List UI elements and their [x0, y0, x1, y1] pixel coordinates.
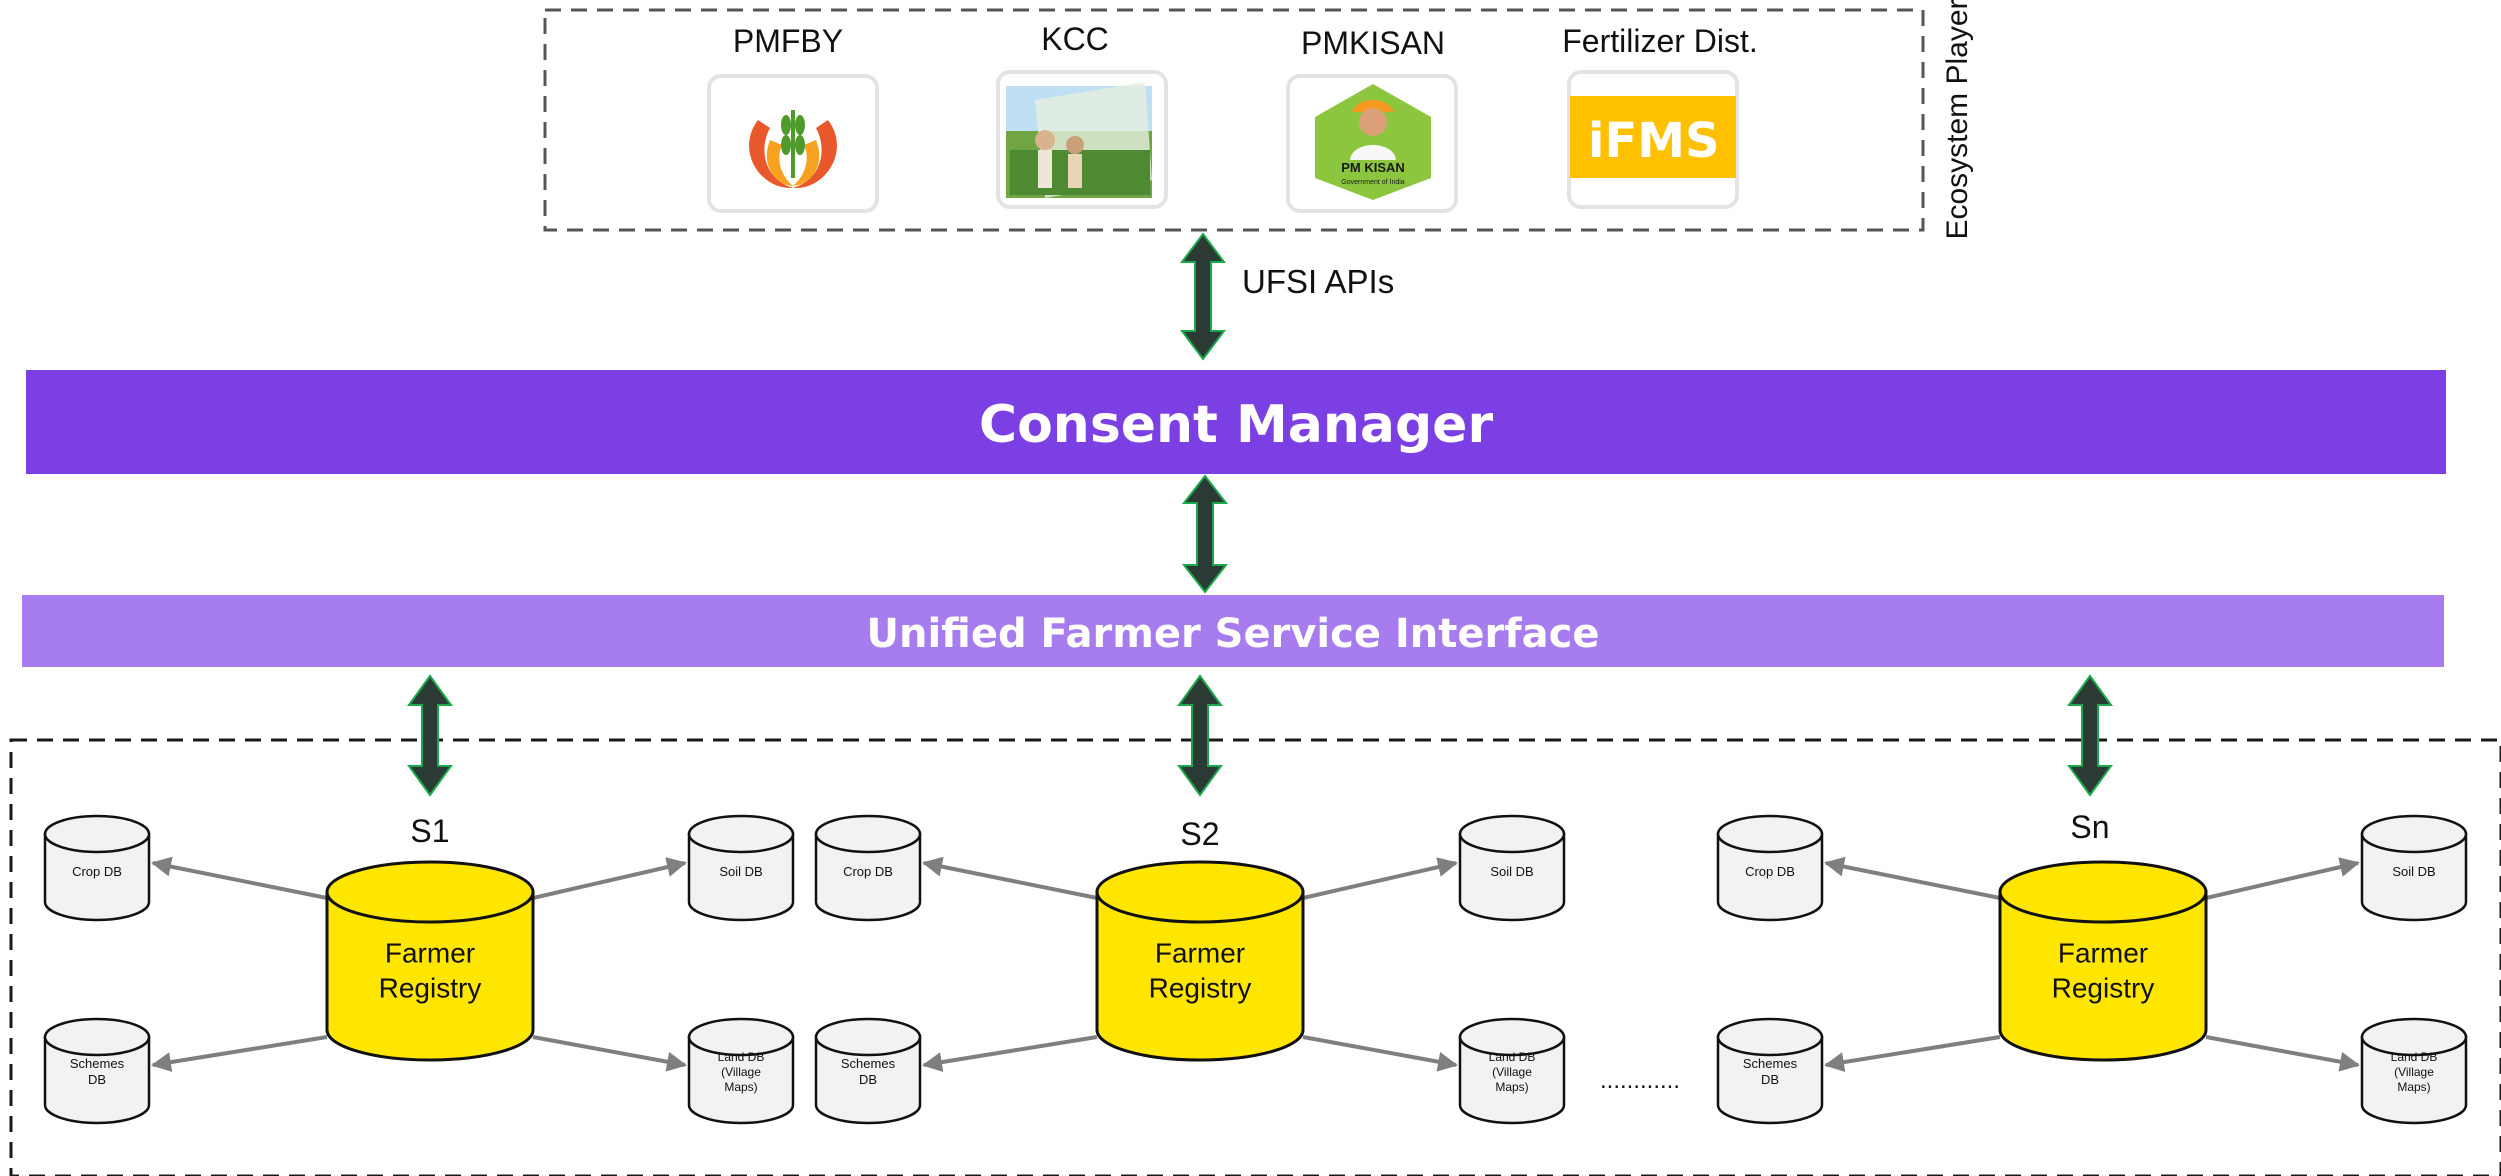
soil-db-cylinder	[1458, 814, 1566, 922]
connector-arrow	[532, 1035, 687, 1072]
connector-arrow	[1824, 1035, 2001, 1073]
soil-db-label: Soil DB	[719, 864, 762, 879]
farmer-registry-cylinder	[325, 860, 535, 1062]
land-db-cylinder	[2360, 1017, 2468, 1125]
connector-arrow	[2205, 1035, 2360, 1072]
player-label-kcc: KCC	[1041, 21, 1109, 57]
ecosystem-players-box	[543, 8, 1925, 232]
ellipsis-text: ............	[1600, 1067, 1680, 1094]
consent-manager-title: Consent Manager	[979, 395, 1494, 455]
connector-arrow	[151, 856, 328, 900]
double-arrow-state	[407, 674, 453, 797]
ufsi-title: Unified Farmer Service Interface	[867, 611, 1600, 657]
connector-arrow	[532, 857, 687, 900]
farmer-registry-cylinder	[1998, 860, 2208, 1062]
crop-db-label: Crop DB	[843, 864, 893, 879]
double-arrow-consent	[1181, 474, 1229, 594]
wheat-hands-icon	[749, 110, 837, 189]
svg-text:PM KISAN: PM KISAN	[1341, 160, 1405, 175]
schemes-db-cylinder	[1716, 1017, 1824, 1125]
double-arrow-state	[2067, 674, 2113, 797]
soil-db-label: Soil DB	[2392, 864, 2435, 879]
connector-arrow	[2205, 857, 2360, 900]
ufsi-apis-label: UFSI APIs	[1242, 263, 1394, 300]
state-label: S2	[1180, 816, 1219, 852]
connector-arrow	[922, 856, 1098, 900]
crop-db-label: Crop DB	[1745, 864, 1795, 879]
state-label: Sn	[2070, 809, 2109, 845]
ecosystem-players-label: Ecosystem Players	[1941, 0, 1974, 240]
schemes-db-cylinder	[43, 1017, 151, 1125]
crop-db-label: Crop DB	[72, 864, 122, 879]
player-label-pmfby: PMFBY	[733, 23, 843, 59]
connector-arrow	[151, 1035, 328, 1073]
crop-db-cylinder	[1716, 814, 1824, 922]
svg-text:iFMS: iFMS	[1588, 113, 1720, 169]
state-label: S1	[410, 813, 449, 849]
land-db-cylinder	[1458, 1017, 1566, 1125]
crop-db-cylinder	[43, 814, 151, 922]
consent-manager-bar	[26, 370, 2446, 474]
farmer-registry-cylinder	[1095, 860, 1305, 1062]
schemes-db-cylinder	[814, 1017, 922, 1125]
soil-db-cylinder	[2360, 814, 2468, 922]
connector-arrow	[1302, 1035, 1458, 1072]
crop-db-cylinder	[814, 814, 922, 922]
double-arrow-apis	[1180, 232, 1226, 361]
player-label-pmkisan: PMKISAN	[1301, 25, 1445, 61]
connector-arrow	[922, 1035, 1098, 1072]
connector-arrow	[1824, 856, 2001, 900]
soil-db-cylinder	[687, 814, 795, 922]
player-label-fertilizer-dist: Fertilizer Dist.	[1562, 23, 1758, 59]
land-db-cylinder	[687, 1017, 795, 1125]
soil-db-label: Soil DB	[1490, 864, 1533, 879]
pm-kisan-icon: PM KISAN Government of India	[1315, 84, 1431, 200]
connector-arrow	[1302, 857, 1458, 900]
ufsi-bar	[22, 595, 2444, 667]
kisan-credit-card-icon	[1006, 82, 1152, 198]
double-arrow-state	[1177, 674, 1223, 797]
svg-text:Government of India: Government of India	[1341, 179, 1405, 186]
ifms-logo-icon: iFMS	[1570, 96, 1736, 178]
